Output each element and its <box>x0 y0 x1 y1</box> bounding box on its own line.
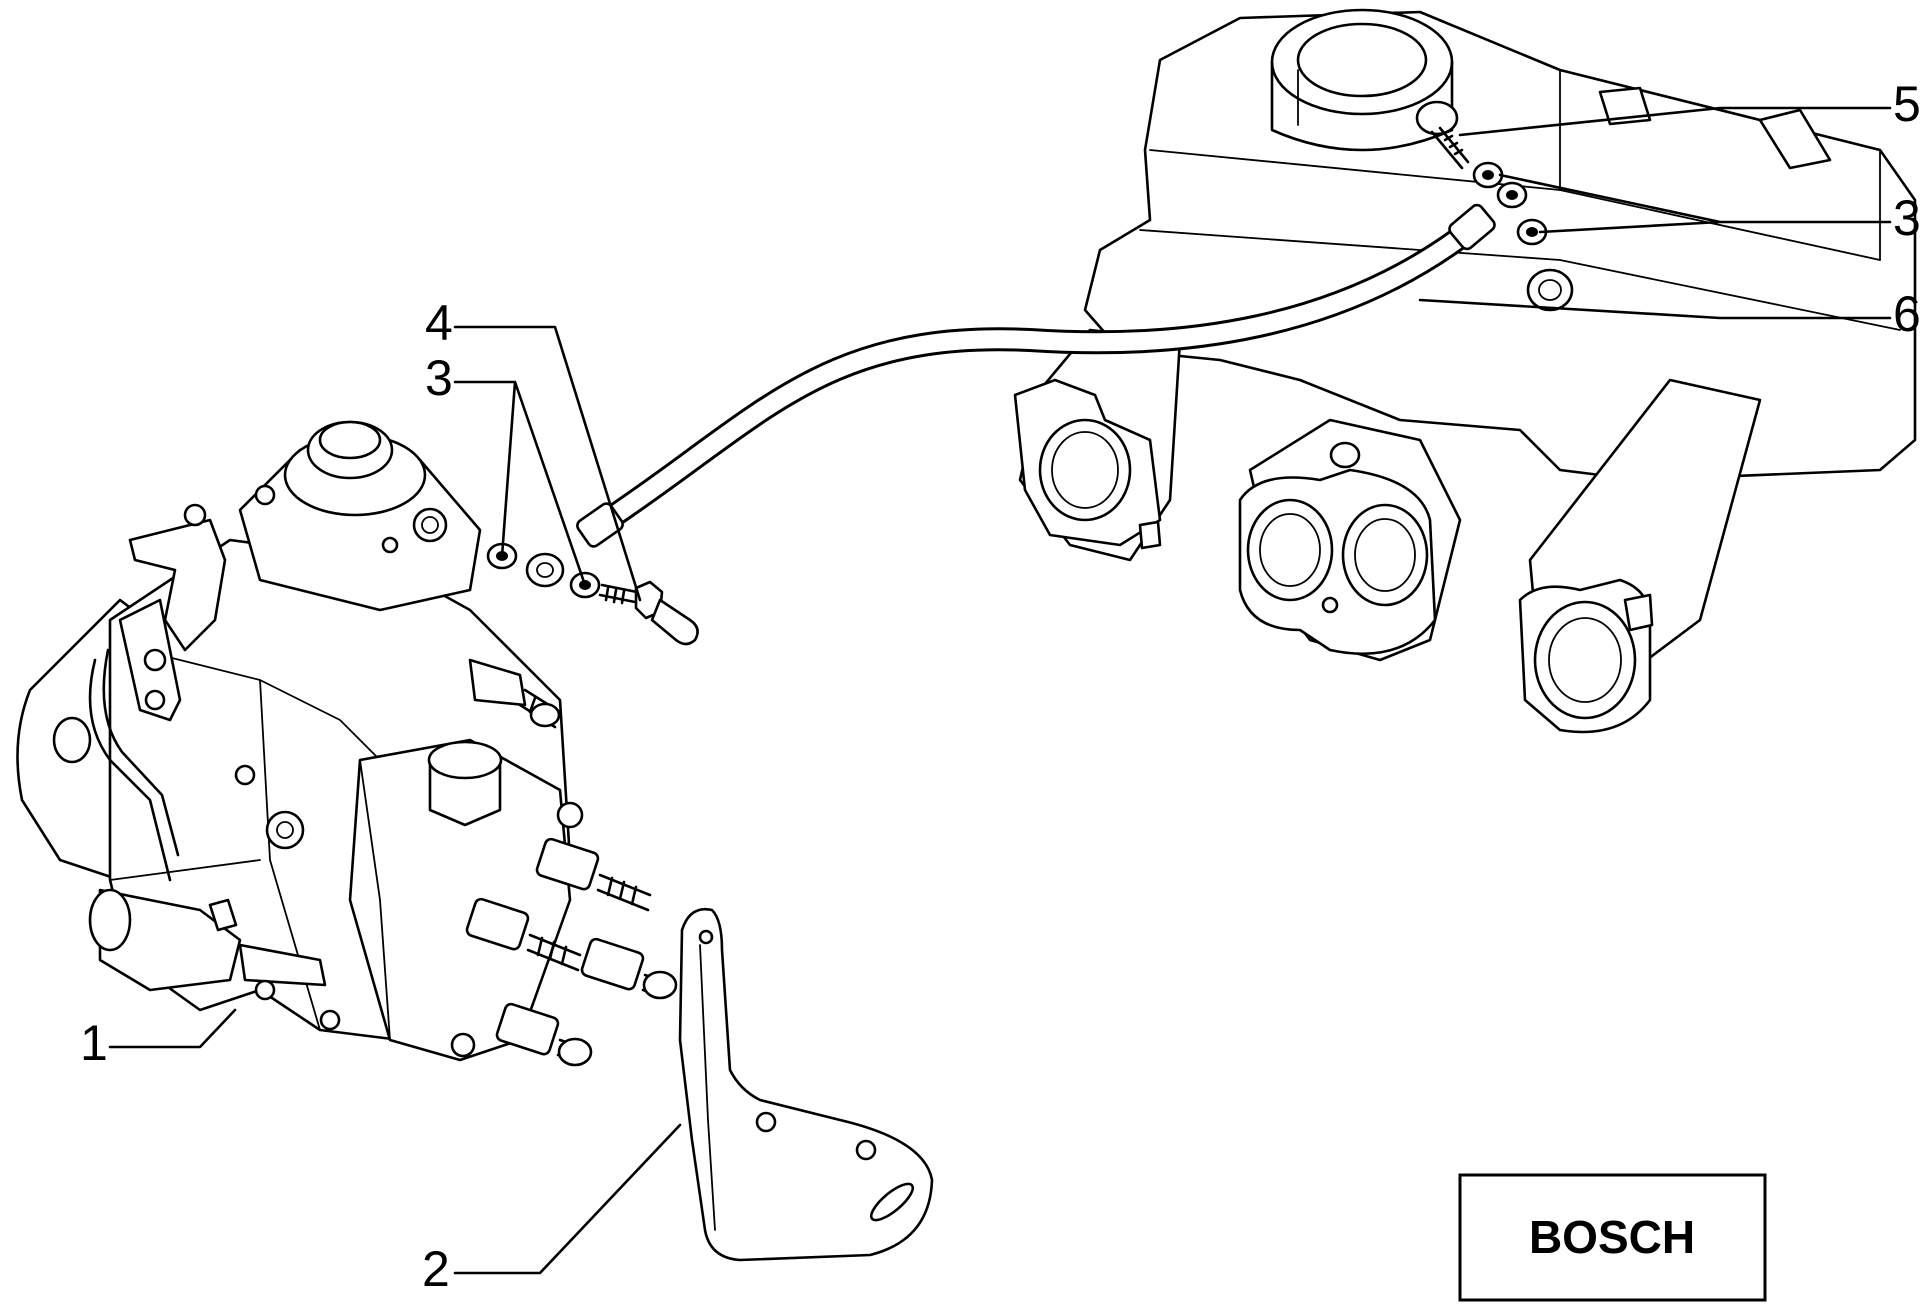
callout-3-right: 3 <box>1893 190 1921 246</box>
callout-4: 4 <box>425 295 453 351</box>
pump-union-parts <box>486 542 699 646</box>
manifold-union-parts <box>1415 100 1574 312</box>
callout-6: 6 <box>1893 286 1921 342</box>
callout-3-left: 3 <box>425 350 453 406</box>
stop-solenoid <box>88 888 327 992</box>
brand-box: BOSCH <box>1458 1173 1767 1302</box>
leader-lines <box>108 106 1892 1275</box>
pump-support-bracket <box>678 907 934 1262</box>
fuel-inlet-fitting <box>468 658 562 729</box>
delivery-outlet-upper <box>535 837 652 912</box>
callout-5: 5 <box>1893 76 1921 132</box>
callout-1: 1 <box>80 1015 108 1071</box>
fuel-return-hose <box>576 203 1496 548</box>
callout-labels: 5 3 6 4 3 1 2 <box>80 76 1921 1297</box>
injection-pump <box>16 420 678 1067</box>
intake-manifold <box>1013 8 1917 734</box>
delivery-outlet-left <box>465 897 582 972</box>
brand-label: BOSCH <box>1529 1211 1695 1263</box>
delivery-outlet-lower <box>495 1002 593 1067</box>
delivery-outlet-right <box>580 937 678 1000</box>
callout-2: 2 <box>422 1241 450 1297</box>
